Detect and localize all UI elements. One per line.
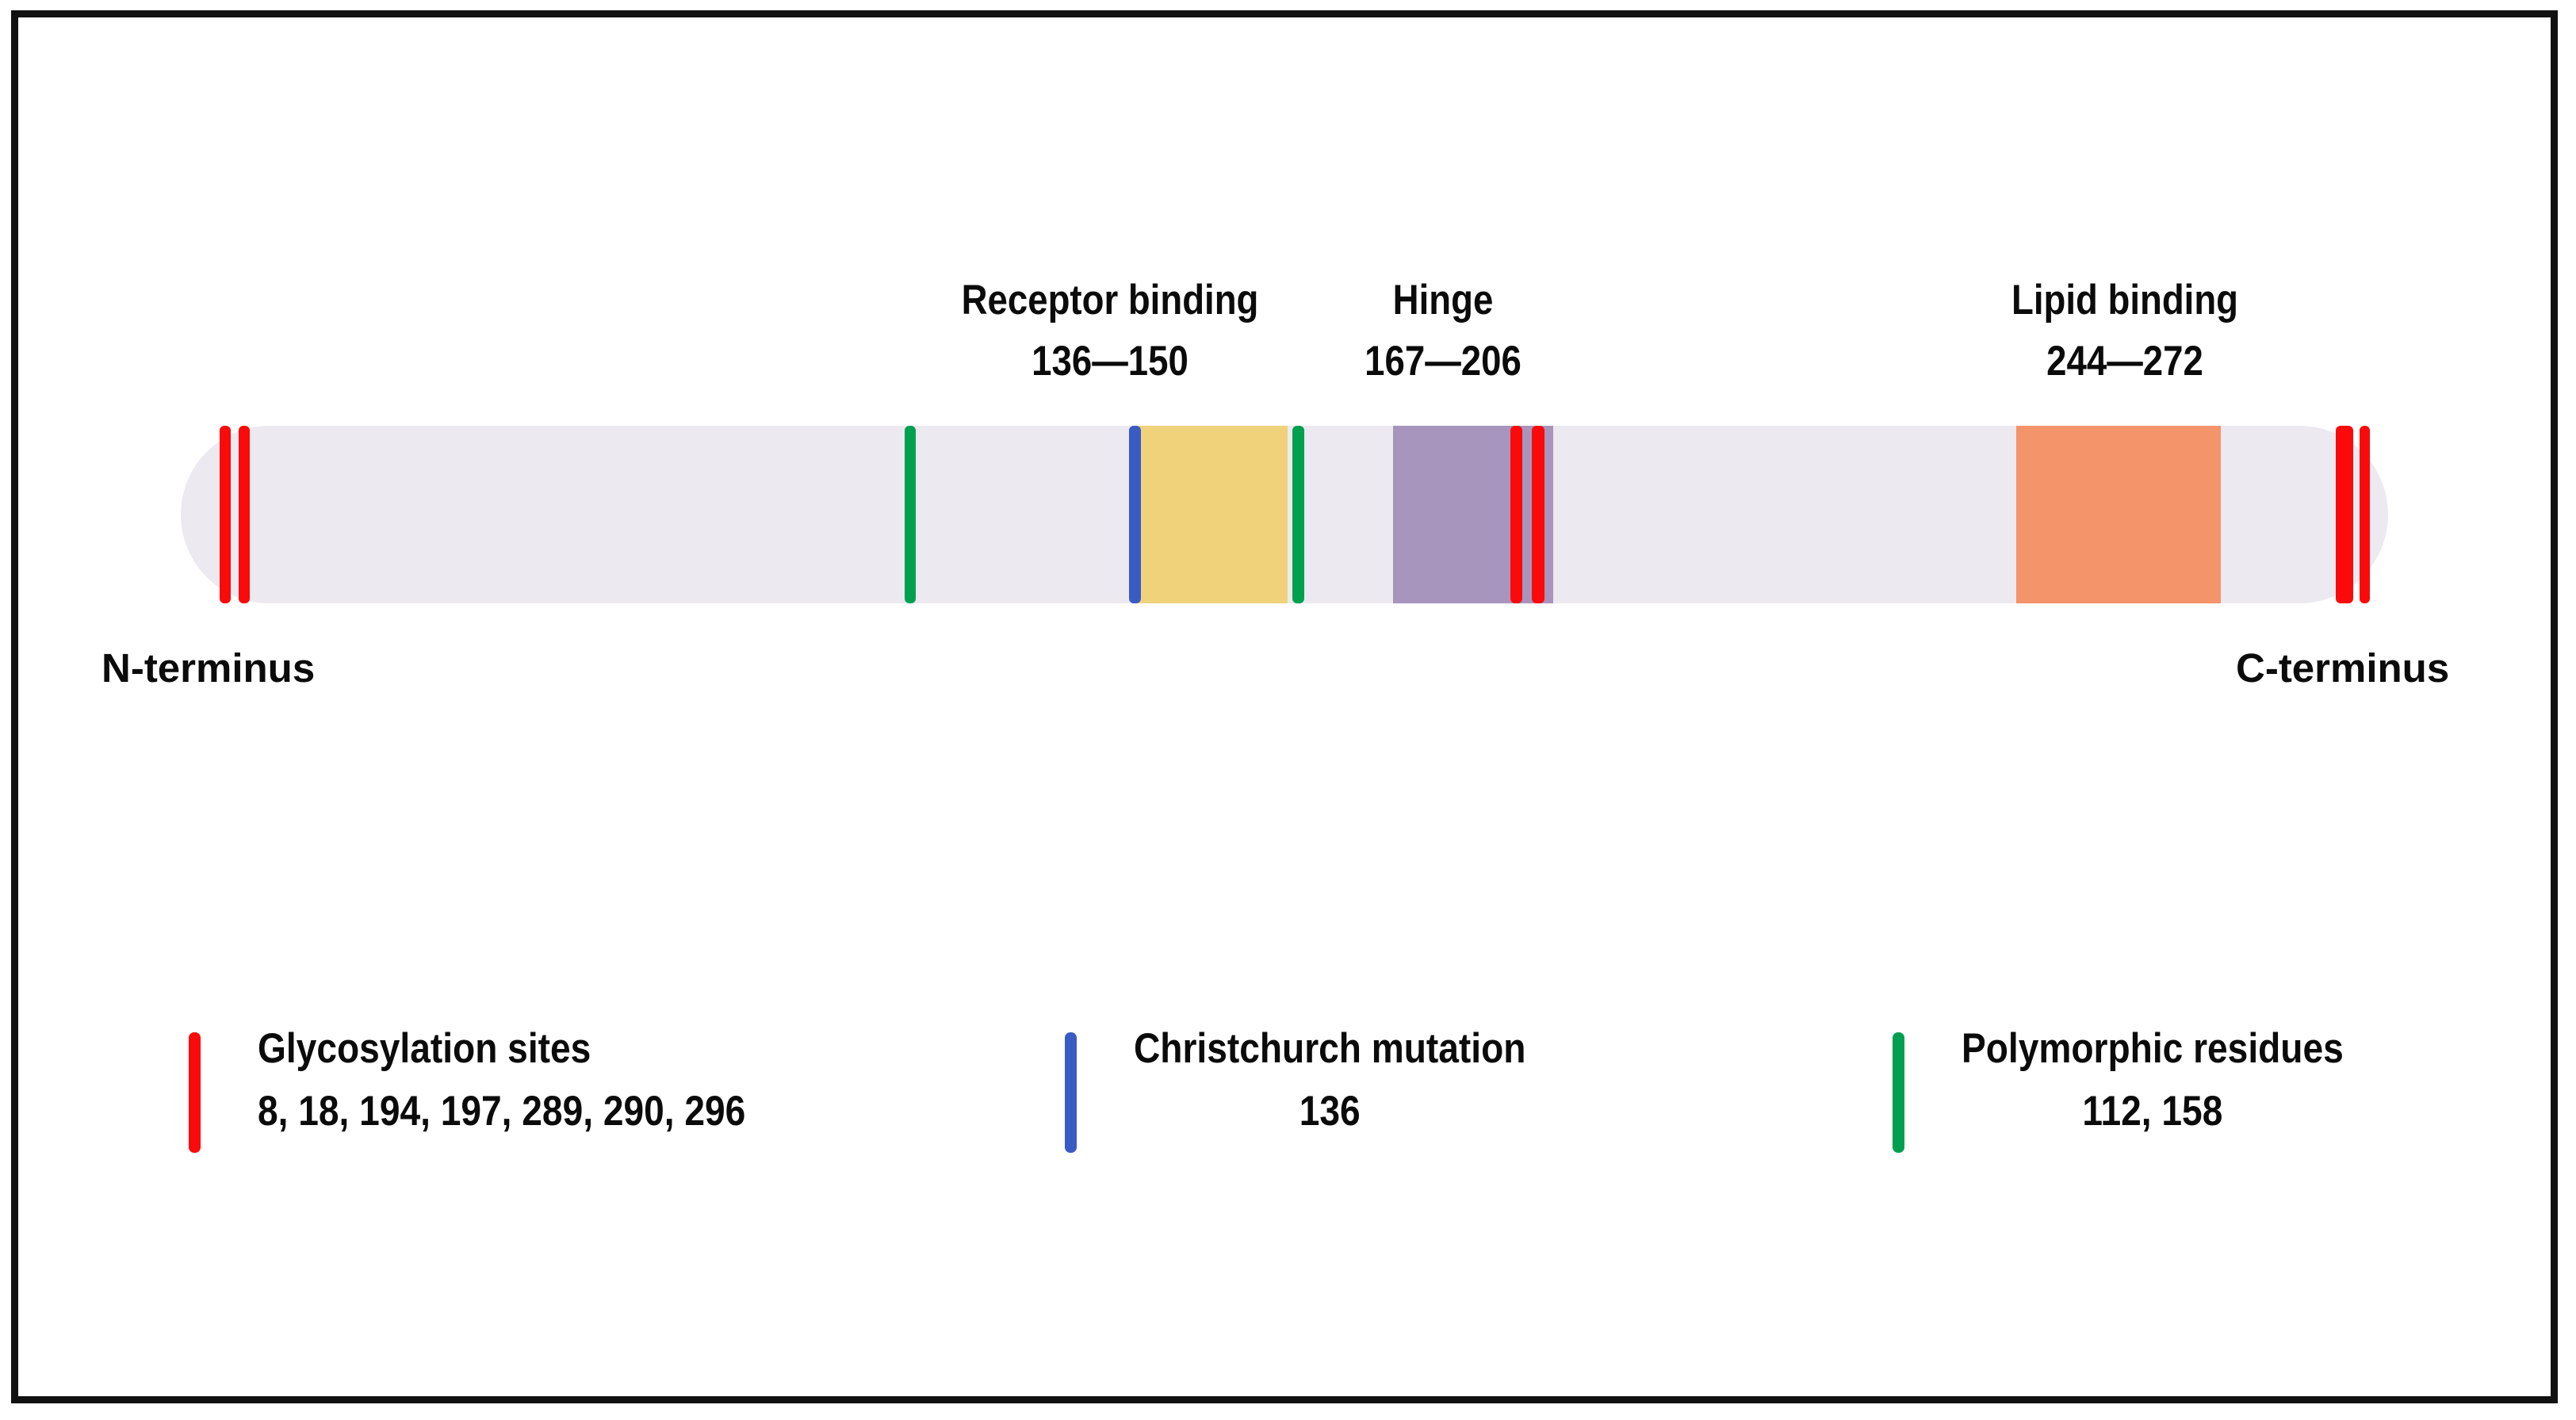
legend-title-polymorphic-residues: Polymorphic residues (1962, 1025, 2344, 1072)
legend-detail-polymorphic-residues: 112, 158 (2082, 1088, 2223, 1135)
domain-range-lipid-binding: 244—272 (2046, 338, 2203, 385)
domain-label-receptor-binding: Receptor binding 136—150 (940, 279, 1280, 382)
legend-text-glycosylation-sites: Glycosylation sites 8, 18, 194, 197, 289… (258, 1028, 745, 1132)
marker-glycosylation-197 (1532, 426, 1544, 603)
legend-detail-christchurch-mutation: 136 (1299, 1088, 1361, 1135)
n-terminus-label: N-terminus (101, 645, 316, 691)
domain-label-hinge: Hinge 167—206 (1334, 279, 1552, 382)
legend-title-christchurch-mutation: Christchurch mutation (1134, 1025, 1526, 1072)
legend-text-polymorphic-residues: Polymorphic residues 112, 158 (1962, 1028, 2344, 1132)
domain-range-receptor-binding: 136—150 (1032, 338, 1188, 385)
domain-range-hinge: 167—206 (1365, 338, 1521, 385)
marker-glycosylation-289-290 (2336, 426, 2353, 603)
marker-glycosylation-194 (1510, 426, 1522, 603)
marker-polymorphic-158 (1292, 426, 1304, 603)
domain-label-lipid-binding: Lipid binding 244—272 (1968, 279, 2282, 382)
legend-item-polymorphic-residues: Polymorphic residues 112, 158 (1893, 1028, 2401, 1153)
legend-swatch-blue-icon (1065, 1032, 1077, 1153)
marker-glycosylation-8 (220, 426, 231, 603)
legend-swatch-green-icon (1893, 1032, 1904, 1153)
legend-item-christchurch-mutation: Christchurch mutation 136 (1065, 1028, 1584, 1153)
legend-text-christchurch-mutation: Christchurch mutation 136 (1134, 1028, 1525, 1132)
legend-detail-glycosylation-sites: 8, 18, 194, 197, 289, 290, 296 (258, 1088, 746, 1135)
marker-polymorphic-112 (905, 426, 916, 603)
legend-swatch-red-icon (189, 1032, 201, 1153)
marker-glycosylation-18 (239, 426, 250, 603)
marker-christchurch-136 (1129, 426, 1141, 603)
domain-name-receptor-binding: Receptor binding (961, 277, 1259, 323)
domain-box-receptor-binding (1135, 426, 1288, 603)
figure-border (11, 10, 2558, 1403)
domain-box-lipid-binding (2016, 426, 2221, 603)
domain-name-lipid-binding: Lipid binding (2011, 277, 2239, 323)
marker-glycosylation-296 (2360, 426, 2370, 603)
legend-title-glycosylation-sites: Glycosylation sites (258, 1025, 591, 1072)
domain-name-hinge: Hinge (1392, 277, 1494, 323)
c-terminus-label: C-terminus (2236, 645, 2450, 691)
domain-box-hinge (1393, 426, 1553, 603)
legend-item-glycosylation-sites: Glycosylation sites 8, 18, 194, 197, 289… (189, 1028, 818, 1153)
